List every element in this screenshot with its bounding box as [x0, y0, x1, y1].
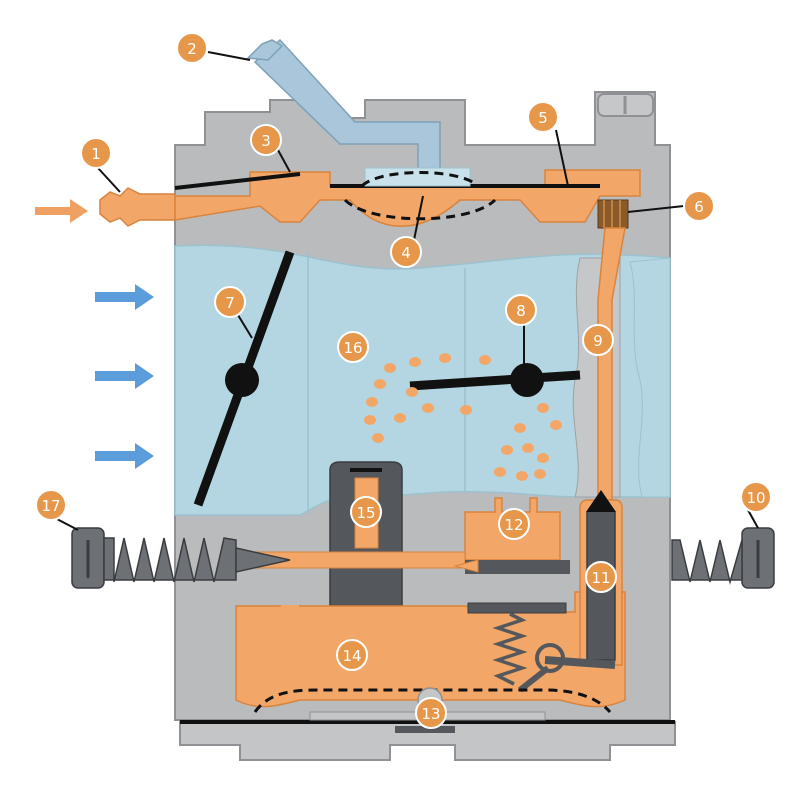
callout-12: 12	[498, 508, 530, 540]
callout-4: 4	[390, 236, 422, 268]
callout-circle	[250, 124, 282, 156]
callout-number: 15	[356, 504, 375, 522]
callout-circle	[527, 101, 559, 133]
callout-circle	[505, 294, 537, 326]
fuel-spray-droplets	[364, 353, 562, 481]
callout-3: 3	[250, 124, 282, 156]
fuel-inlet-fitting	[99, 187, 176, 227]
fuel-inlet-system	[99, 38, 641, 501]
callout-number: 12	[504, 516, 523, 534]
callout-number: 2	[187, 40, 197, 58]
callout-13: 13	[415, 697, 447, 729]
callout-circle	[336, 639, 368, 671]
callout-9: 9	[582, 324, 614, 356]
callout-circle	[585, 561, 617, 593]
callout-10: 10	[740, 481, 772, 513]
air-inflow-arrow-3	[95, 443, 154, 469]
callout-circle	[80, 137, 112, 169]
callout-number: 11	[591, 569, 610, 587]
callout-2: 2	[176, 32, 208, 64]
air-inflow-arrow-2	[95, 363, 154, 389]
throttle-shaft	[510, 363, 544, 397]
throttle-plate	[409, 370, 581, 391]
callout-circle	[350, 496, 382, 528]
right-screw-thread	[671, 539, 743, 585]
pump-diaphragm-dashed	[343, 198, 497, 221]
callout-circle	[390, 236, 422, 268]
callout-8: 8	[505, 294, 537, 326]
callout-circle	[498, 508, 530, 540]
callout-circle	[683, 190, 715, 222]
adjustment-screws	[71, 527, 775, 589]
metering-spring	[492, 612, 528, 686]
callout-number: 3	[261, 132, 271, 150]
callout-1: 1	[80, 137, 112, 169]
callout-number: 8	[516, 302, 526, 320]
inlet-check-valve	[174, 172, 301, 190]
callout-circle	[415, 697, 447, 729]
callout-number: 4	[401, 244, 411, 262]
control-lever	[467, 602, 567, 614]
callout-number: 5	[538, 109, 548, 127]
callout-circle	[582, 324, 614, 356]
fuel-inflow-arrow	[35, 199, 88, 223]
callout-14: 14	[336, 639, 368, 671]
callout-number: 14	[342, 647, 361, 665]
callout-number: 10	[746, 489, 765, 507]
impulse-nipple	[246, 39, 284, 61]
pump-chamber	[364, 167, 471, 187]
callout-11: 11	[585, 561, 617, 593]
left-screw-thread	[103, 537, 237, 583]
choke-shaft	[225, 363, 259, 397]
callout-number: 9	[593, 332, 603, 350]
callout-5: 5	[527, 101, 559, 133]
callout-15: 15	[350, 496, 382, 528]
valves	[193, 250, 581, 507]
callout-16: 16	[337, 331, 369, 363]
callout-circle	[740, 481, 772, 513]
lever-pivot	[535, 643, 565, 673]
callout-number: 1	[91, 145, 101, 163]
callout-number: 6	[694, 198, 704, 216]
high-speed-needle-passage	[465, 560, 570, 574]
callout-7: 7	[214, 286, 246, 318]
callout-6: 6	[683, 190, 715, 222]
air-inflow-arrow-1	[95, 284, 154, 310]
callout-number: 13	[421, 705, 440, 723]
callout-number: 16	[343, 339, 362, 357]
callout-17: 17	[35, 489, 67, 521]
callout-number: 7	[225, 294, 235, 312]
callout-number: 17	[41, 497, 60, 515]
callout-circle	[35, 489, 67, 521]
callout-circle	[176, 32, 208, 64]
callout-circle	[214, 286, 246, 318]
bottom-cover	[179, 721, 676, 761]
callout-circle	[337, 331, 369, 363]
leader-lines	[54, 51, 759, 531]
flow-arrows	[35, 199, 154, 469]
